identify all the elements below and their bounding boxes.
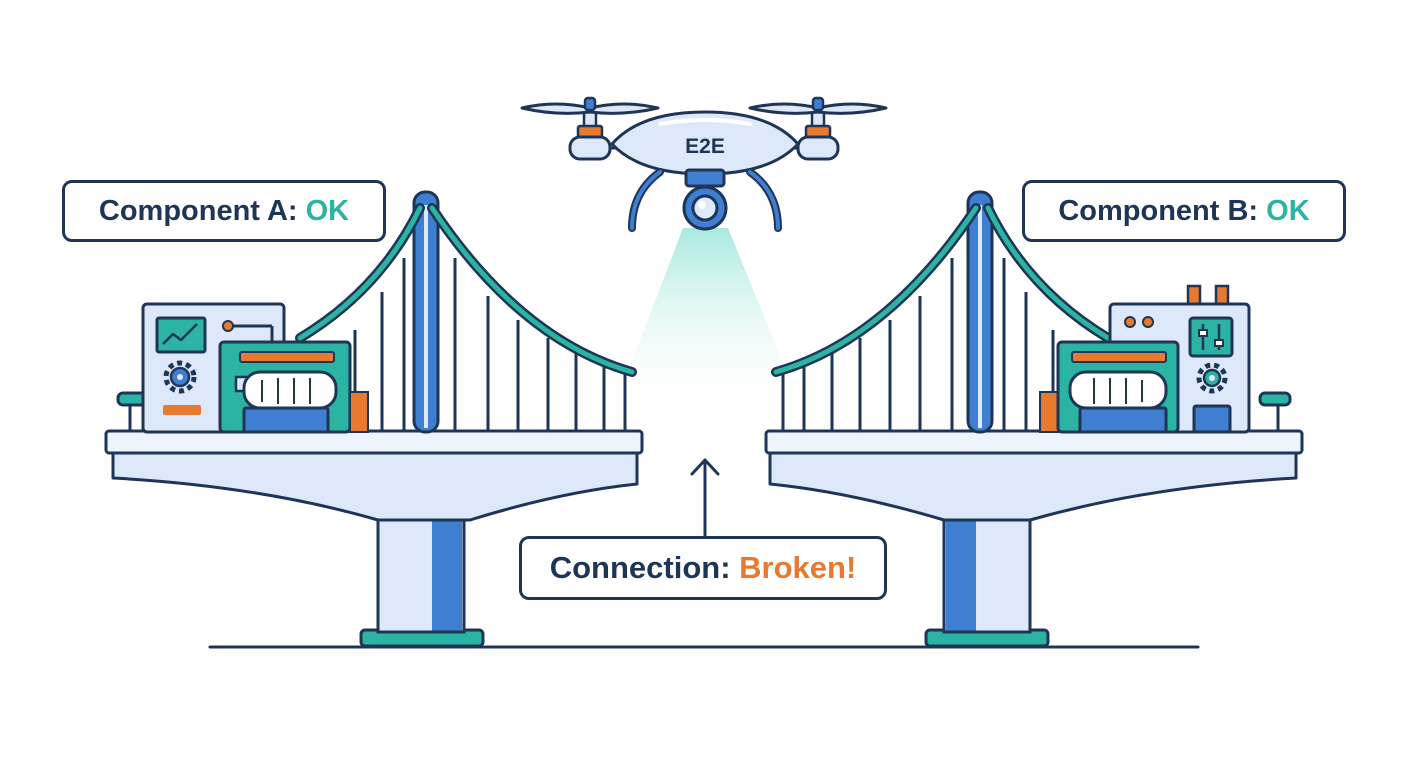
connection-status: Broken! <box>739 550 857 585</box>
right-bridge-half <box>764 190 1304 648</box>
component-a-status-label: Component A: OK <box>62 180 386 242</box>
gear-icon <box>163 360 197 394</box>
component-b-status-label: Component B: OK <box>1022 180 1346 242</box>
left-bridge-half <box>104 190 644 648</box>
gear-icon <box>1196 362 1228 394</box>
machine-b <box>1039 340 1180 434</box>
scan-beam <box>625 228 790 380</box>
component-b-status: OK <box>1266 194 1310 227</box>
connection-status-label: Connection: Broken! <box>519 536 887 600</box>
drone: E2E <box>520 96 888 232</box>
drone-label: E2E <box>685 135 725 158</box>
arrow-up-icon <box>690 458 720 537</box>
component-b-prefix: Component B: <box>1058 194 1267 227</box>
connection-prefix: Connection: <box>549 550 740 585</box>
component-a-prefix: Component A: <box>98 194 306 227</box>
machine-a <box>218 340 369 434</box>
component-a-status: OK <box>305 194 350 227</box>
